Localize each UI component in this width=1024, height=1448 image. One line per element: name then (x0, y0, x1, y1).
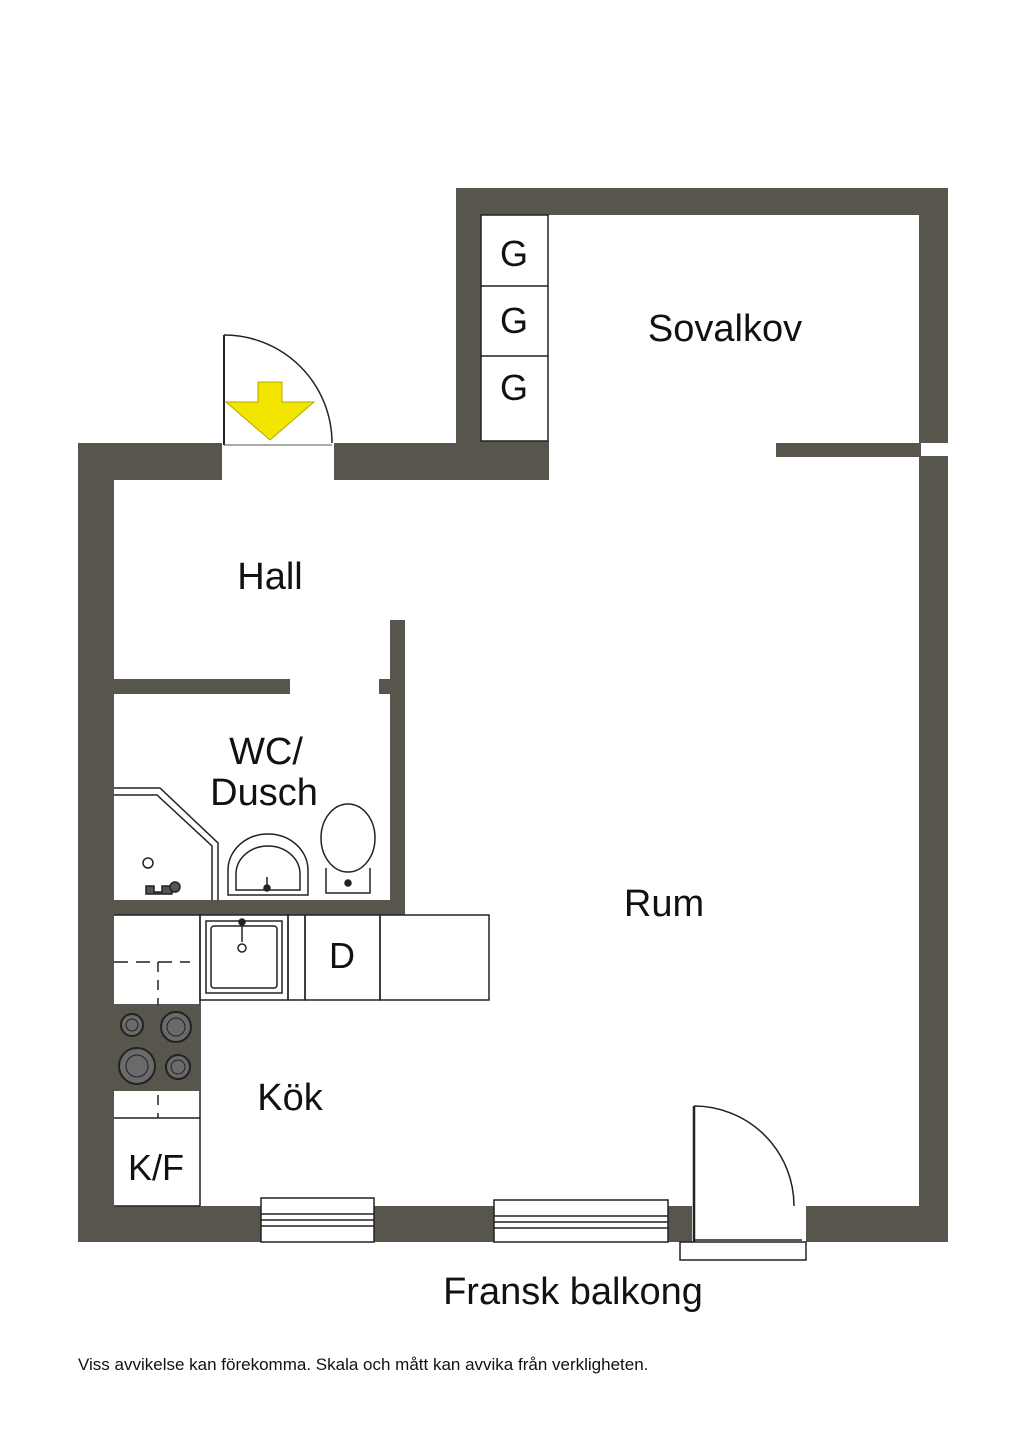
wardrobes (480, 214, 549, 442)
shower-icon (114, 787, 219, 900)
dishwasher-label: D (329, 935, 355, 976)
washbasin-icon (227, 833, 309, 896)
fridge-freezer-label: K/F (128, 1147, 184, 1188)
counter-units (287, 914, 490, 1001)
wardrobe-label: G (500, 233, 528, 274)
room-label-kok: Kök (257, 1077, 323, 1119)
sink-icon (199, 914, 289, 1001)
balcony-label: Fransk balkong (443, 1271, 703, 1313)
toilet-icon (320, 803, 376, 894)
room-label-dusch: Dusch (210, 772, 318, 814)
wardrobe-label: G (500, 300, 528, 341)
entrance-arrow-icon (224, 381, 316, 441)
exterior-walls (78, 188, 948, 1242)
room-label-rum: Rum (624, 883, 704, 925)
room-label-hall: Hall (237, 556, 302, 598)
room-label-sovalkov: Sovalkov (648, 308, 802, 350)
window (260, 1197, 375, 1243)
wardrobe-label: G (500, 367, 528, 408)
window (493, 1199, 669, 1243)
interior-walls (114, 443, 921, 915)
entrance-door[interactable] (222, 334, 334, 480)
stove-icon (114, 1005, 200, 1091)
balcony-door[interactable] (679, 1105, 807, 1261)
disclaimer-text: Viss avvikelse kan förekomma. Skala och … (78, 1355, 649, 1374)
room-label-wc: WC/ (229, 731, 303, 773)
